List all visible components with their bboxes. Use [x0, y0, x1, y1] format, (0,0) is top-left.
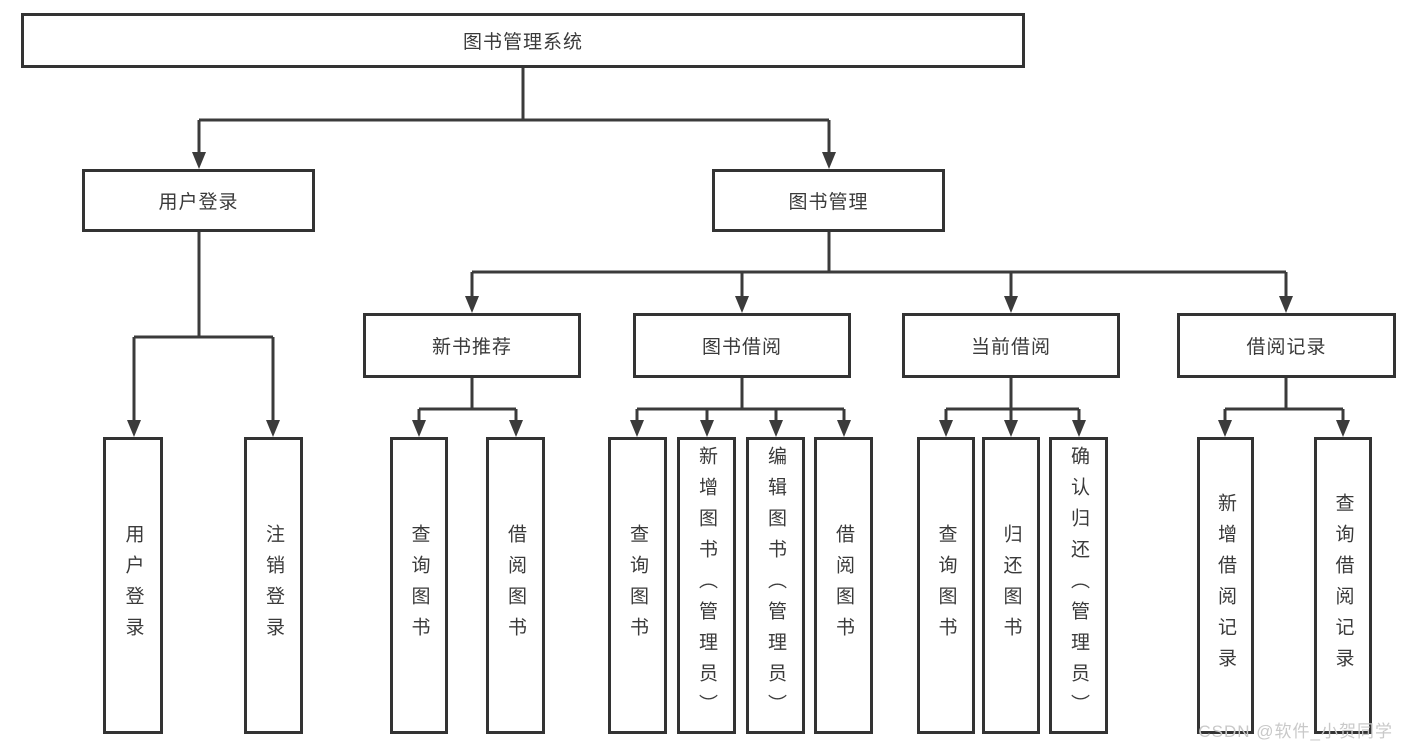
- leaf-label: 归还图书: [1000, 523, 1022, 648]
- connector-book-management-group: [470, 232, 1288, 297]
- leaf-label: 确认归还（管理员）: [1068, 446, 1089, 725]
- connector-borrow-record-group: [1223, 378, 1345, 421]
- node-user-login: 用户登录: [82, 169, 315, 232]
- leaf-label: 用户登录: [122, 523, 144, 648]
- leaf-label: 新增借阅记录: [1215, 492, 1236, 679]
- leaf-query-books-newbook: 查询图书: [390, 437, 448, 734]
- arrowheads-level2: [465, 296, 1293, 313]
- node-book-management: 图书管理: [712, 169, 945, 232]
- leaf-label: 查询图书: [627, 523, 648, 648]
- leaf-confirm-return-admin: 确认归还（管理员）: [1049, 437, 1108, 734]
- leaf-query-books-current: 查询图书: [917, 437, 975, 734]
- arrowheads-level1: [192, 152, 836, 169]
- node-current-borrow: 当前借阅: [902, 313, 1120, 378]
- leaf-label: 查询借阅记录: [1332, 492, 1354, 679]
- node-label: 用户登录: [158, 192, 239, 213]
- connector-current-borrow-group: [944, 378, 1081, 421]
- leaf-label: 查询图书: [935, 523, 957, 648]
- arrowheads-leaves: [127, 420, 1350, 437]
- leaf-borrow-books-newbook: 借阅图书: [486, 437, 545, 734]
- node-label: 新书推荐: [431, 337, 512, 358]
- leaf-user-login: 用户登录: [103, 437, 163, 734]
- leaf-label: 借阅图书: [505, 523, 526, 648]
- leaf-query-books-borrow: 查询图书: [608, 437, 667, 734]
- node-label: 图书管理系统: [462, 32, 583, 53]
- connector-user-login-group: [132, 232, 275, 421]
- leaf-add-borrow-record: 新增借阅记录: [1197, 437, 1254, 734]
- leaf-logout: 注销登录: [244, 437, 303, 734]
- leaf-label: 查询图书: [408, 523, 430, 648]
- csdn-watermark: CSDN @软件_小贺同学: [1198, 722, 1393, 741]
- node-book-borrow: 图书借阅: [633, 313, 851, 378]
- node-borrow-records: 借阅记录: [1177, 313, 1396, 378]
- leaf-label: 编辑图书（管理员）: [765, 446, 786, 725]
- node-label: 当前借阅: [970, 337, 1051, 358]
- node-label: 图书管理: [788, 192, 869, 213]
- leaf-edit-book-admin: 编辑图书（管理员）: [746, 437, 805, 734]
- node-new-book-recommend: 新书推荐: [363, 313, 581, 378]
- leaf-borrow-books-borrow: 借阅图书: [814, 437, 873, 734]
- leaf-label: 注销登录: [263, 523, 284, 648]
- connector-root: [197, 68, 831, 153]
- node-label: 图书借阅: [701, 337, 782, 358]
- leaf-label: 新增图书（管理员）: [696, 446, 717, 725]
- leaf-add-book-admin: 新增图书（管理员）: [677, 437, 736, 734]
- leaf-query-borrow-record: 查询借阅记录: [1314, 437, 1372, 734]
- connector-book-borrow-group: [635, 378, 846, 421]
- connector-new-book-group: [417, 378, 518, 421]
- leaf-label: 借阅图书: [833, 523, 854, 648]
- node-label: 借阅记录: [1246, 337, 1327, 358]
- node-library-management-system: 图书管理系统: [21, 13, 1025, 68]
- leaf-return-book: 归还图书: [982, 437, 1040, 734]
